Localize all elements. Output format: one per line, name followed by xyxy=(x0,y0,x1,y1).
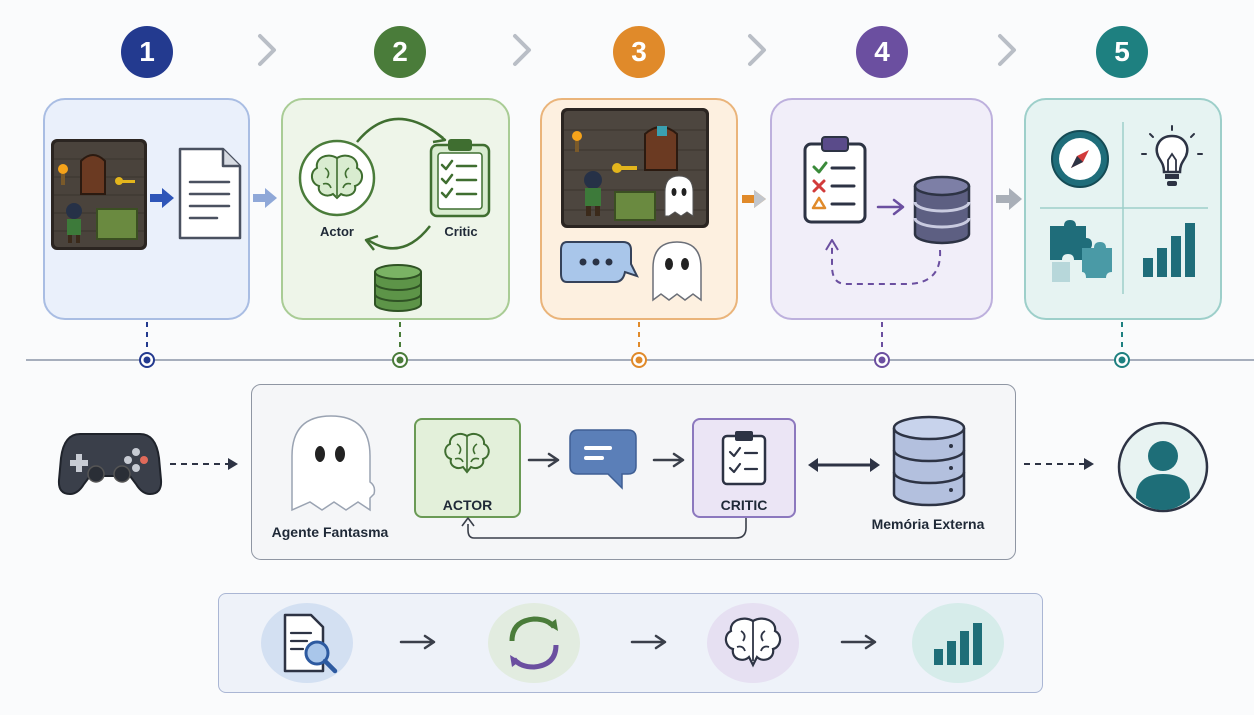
chevron-right-icon xyxy=(258,34,276,66)
ghost-icon xyxy=(291,415,376,512)
dashed-arrow xyxy=(1024,458,1094,470)
step-5-circle: 5 xyxy=(1096,26,1148,78)
game-screenshot-icon xyxy=(561,108,709,228)
cycle-arrow-icon xyxy=(364,225,431,251)
gamepad-icon xyxy=(57,433,163,496)
dashed-arrow xyxy=(170,458,238,470)
database-icon xyxy=(913,175,971,245)
chevron-right-icon xyxy=(998,34,1016,66)
arrow-right-icon xyxy=(840,634,877,650)
arrow-right-icon xyxy=(876,198,905,216)
brain-icon xyxy=(298,139,376,217)
feedback-arrow xyxy=(461,517,747,539)
clipboard-checklist-icon xyxy=(429,139,491,218)
arrow-right-icon xyxy=(527,452,560,468)
game-screenshot-icon xyxy=(51,139,147,250)
bar-chart-icon xyxy=(1143,223,1195,277)
memory-label: Memória Externa xyxy=(871,516,985,532)
arrow-right-icon xyxy=(652,452,685,468)
step-3-circle: 3 xyxy=(613,26,665,78)
clipboard-checklist-icon xyxy=(803,136,867,224)
brain-icon xyxy=(444,433,490,474)
arrow-right-icon xyxy=(399,634,436,650)
feedback-loop-arrow xyxy=(825,239,942,285)
cycle-arrow-icon xyxy=(356,117,447,144)
arrow-right-icon xyxy=(253,188,277,208)
database-icon xyxy=(374,264,422,312)
document-icon xyxy=(178,147,242,240)
brain-icon xyxy=(707,603,799,683)
bidirectional-arrow xyxy=(808,458,880,472)
chevron-right-icon xyxy=(748,34,766,66)
lightbulb-icon xyxy=(1141,125,1203,186)
arrow-right-icon xyxy=(150,188,174,208)
document-search-icon xyxy=(261,603,353,683)
ghost-icon xyxy=(652,241,702,302)
step-2-circle: 2 xyxy=(374,26,426,78)
actor-box-label: ACTOR xyxy=(442,497,493,513)
step-4-circle: 4 xyxy=(856,26,908,78)
bar-chart-icon xyxy=(912,603,1004,683)
critic-label: Critic xyxy=(444,224,478,239)
timeline-connectors xyxy=(26,322,1254,368)
step-1-circle: 1 xyxy=(121,26,173,78)
user-avatar-icon xyxy=(1117,421,1209,513)
arrow-right-icon xyxy=(630,634,667,650)
actor-label: Actor xyxy=(320,224,354,239)
compass-icon xyxy=(1051,130,1109,188)
ghost-agent-label: Agente Fantasma xyxy=(271,524,389,540)
refresh-cycle-icon xyxy=(488,603,580,683)
critic-box-label: CRITIC xyxy=(720,497,768,513)
summary-strip xyxy=(218,593,1043,693)
database-icon xyxy=(892,415,966,507)
clipboard-checklist-icon xyxy=(721,431,767,486)
chat-bubble-icon xyxy=(569,429,637,490)
arrow-right-icon xyxy=(996,188,1022,210)
chevron-right-icon xyxy=(513,34,531,66)
chat-bubble-icon xyxy=(560,241,639,283)
arrow-right-icon xyxy=(742,190,766,208)
puzzle-icon xyxy=(1050,220,1112,282)
panel-5-grid-lines xyxy=(1040,122,1208,294)
